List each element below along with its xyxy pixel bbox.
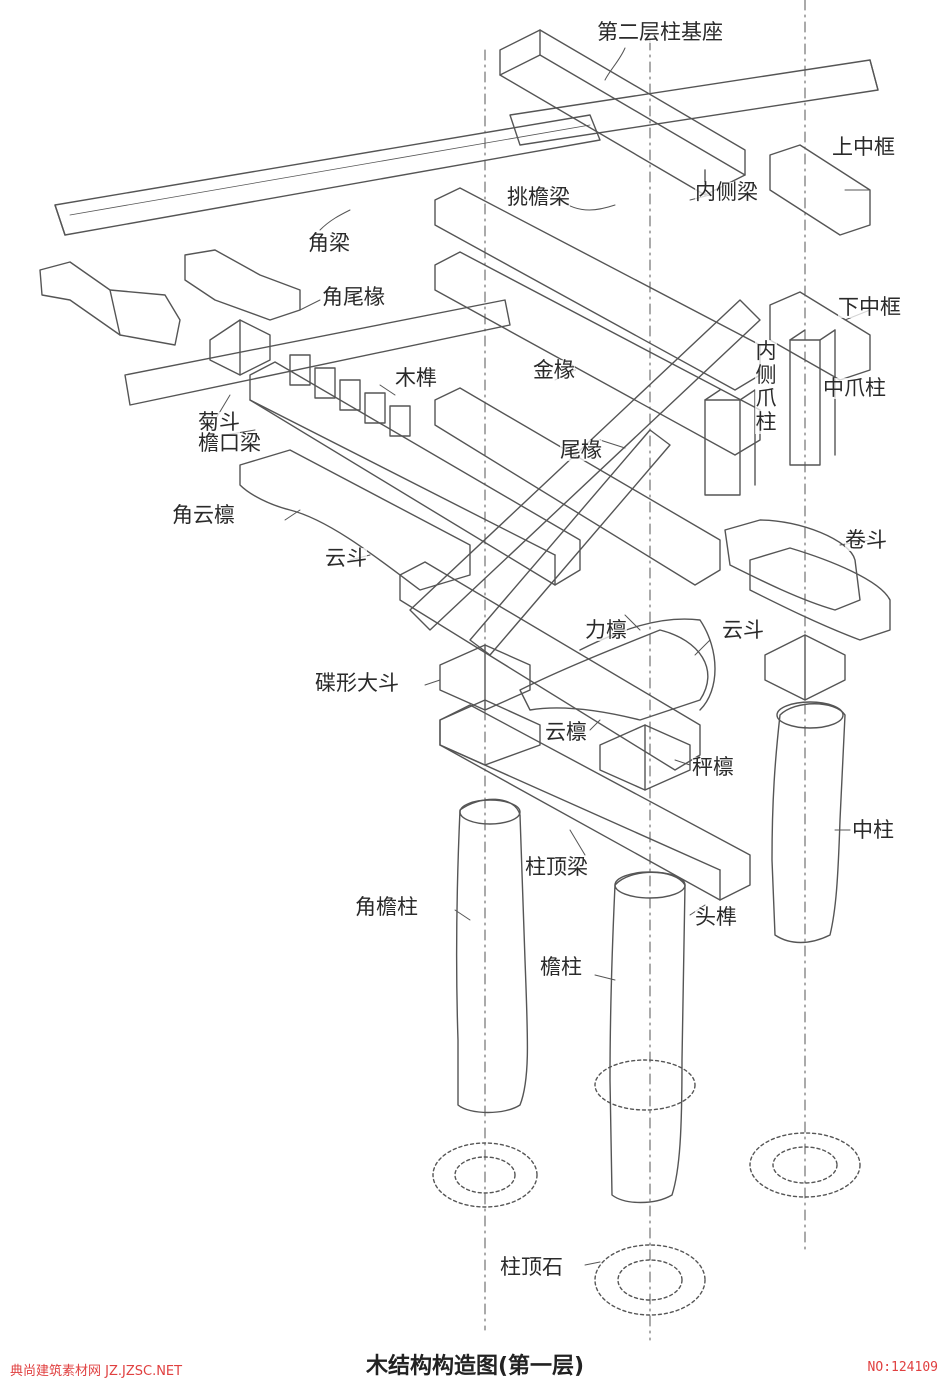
inner-claw-column-shape [704,389,756,496]
corner-joint-piece [39,261,181,346]
label-corner-tail-rafter: 角尾椽 [322,285,385,309]
label-second-floor-column-base: 第二层柱基座 [597,20,723,44]
golden-rafter-diagonals [409,299,761,656]
corner-tail-rafter-bracket [184,249,301,321]
label-eave-column: 檐柱 [540,955,582,979]
label-inner-side-beam: 内侧梁 [695,180,758,204]
label-head-tenon: 头榫 [695,905,737,929]
corner-beam-shape [54,114,601,236]
watermark-site: 典尚建筑素材网 JZ.JZSC.NET [10,1364,183,1379]
eave-column-shape [609,871,686,1204]
eave-mouth-beam-shape [249,361,581,586]
label-wood-tenon: 木榫 [395,366,437,390]
second-floor-column-base-shape [499,29,746,196]
corner-cloud-purlin-shape [239,449,471,591]
label-inner-claw-column: 内侧爪柱 [755,339,777,435]
column-top-beam-shape [439,704,751,901]
label-eave-mouth-beam: 檐口梁 [198,431,261,455]
label-dish-big-bracket: 碟形大斗 [315,671,399,695]
middle-column-shape [771,701,846,944]
corner-eave-column-shape [455,798,529,1114]
label-corner-beam: 角梁 [308,231,350,255]
wood-tenon-row [289,354,411,437]
label-chrysanthemum-bracket: 菊斗 [198,410,240,434]
corner-tail-rafter-beam [124,299,511,406]
watermark-number: NO:124109 [867,1360,938,1375]
label-golden-rafter: 金椽 [533,358,575,382]
label-column-top-beam: 柱顶梁 [525,855,588,879]
label-middle-claw-column: 中爪柱 [823,376,886,400]
label-cloud-bracket-right: 云斗 [722,618,764,642]
upper-long-beam [509,59,879,146]
dish-big-bracket-shapes [439,634,846,791]
cantilever-beams [399,187,761,771]
label-corner-eave-column: 角檐柱 [355,895,418,919]
label-corner-cloud-purlin: 角云檩 [172,503,235,527]
label-force-purlin: 力檩 [585,618,627,642]
rolled-bracket-shape [724,519,891,641]
label-steelyard-purlin: 秤檩 [692,755,734,779]
label-rolled-bracket: 卷斗 [845,528,887,552]
label-cloud-bracket-left: 云斗 [325,546,367,570]
figure-caption: 木结构构造图(第一层) [365,1354,585,1379]
label-tail-rafter: 尾椽 [560,438,602,462]
chrysanthemum-bracket-shape [209,319,271,376]
label-column-top-stone: 柱顶石 [500,1255,563,1279]
label-cantilever-eave-beam: 挑檐梁 [507,185,570,209]
label-middle-column: 中柱 [852,818,894,842]
label-upper-middle-frame: 上中框 [832,135,895,159]
label-lower-middle-frame: 下中框 [838,295,901,319]
column-top-stones [432,1059,861,1316]
upper-middle-frame-shape [769,144,871,236]
label-cloud-purlin: 云檩 [545,720,587,744]
